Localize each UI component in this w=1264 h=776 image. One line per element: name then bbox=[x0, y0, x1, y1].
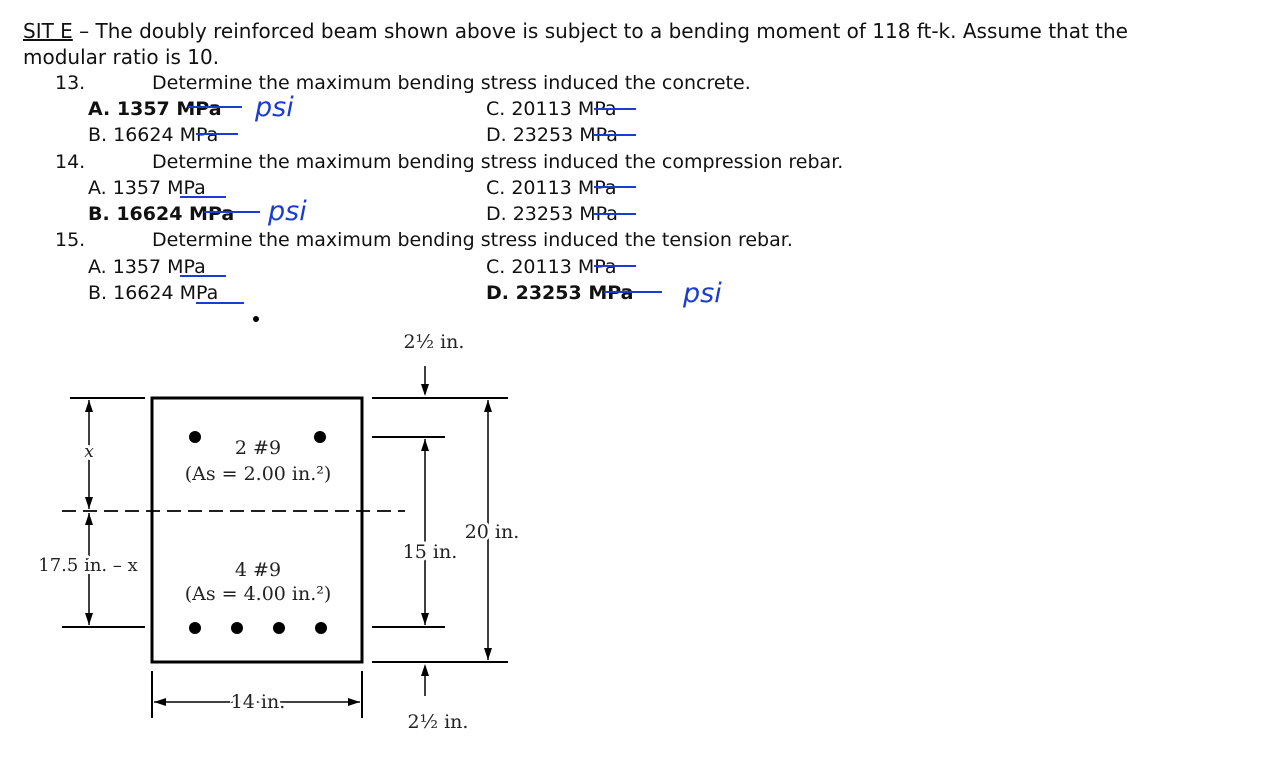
q15-prompt: Determine the maximum bending stress ind… bbox=[152, 229, 793, 251]
compression-bar bbox=[189, 431, 201, 443]
strike-mark bbox=[594, 265, 636, 267]
q13-choice-d: D. 23253 MPa bbox=[486, 124, 618, 146]
strike-mark bbox=[594, 134, 636, 136]
bottom-bars-label: 4 #9 bbox=[235, 559, 281, 581]
q13-number: 13. bbox=[55, 72, 86, 94]
tension-bar bbox=[273, 622, 285, 634]
problem-intro-line1: SIT E – The doubly reinforced beam shown… bbox=[23, 20, 1128, 42]
q13-handwritten-unit: psi bbox=[255, 92, 294, 123]
strike-mark bbox=[204, 211, 260, 213]
tension-bar bbox=[189, 622, 201, 634]
q14-choice-a: A. 1357 MPa bbox=[88, 177, 206, 199]
stray-pen-dot bbox=[253, 316, 259, 322]
compression-bar bbox=[314, 431, 326, 443]
tension-bar bbox=[315, 622, 327, 634]
problem-intro-line2: modular ratio is 10. bbox=[23, 45, 220, 69]
strike-mark bbox=[594, 108, 636, 110]
q15-choice-d: D. 23253 MPa bbox=[486, 282, 634, 304]
beam-cross-section-figure: 2 #9 (As = 2.00 in.²) 4 #9 (As = 4.00 in… bbox=[35, 331, 522, 733]
strike-mark bbox=[188, 106, 242, 108]
q15-handwritten-unit: psi bbox=[683, 278, 722, 309]
strike-mark bbox=[180, 196, 226, 198]
width-label: 14 in. bbox=[231, 691, 286, 713]
top-area-label: (As = 2.00 in.²) bbox=[185, 463, 332, 485]
q15-choice-a: A. 1357 MPa bbox=[88, 256, 206, 278]
q14-choice-b: B. 16624 MPa bbox=[88, 203, 235, 225]
q14-choice-d: D. 23253 MPa bbox=[486, 203, 618, 225]
q14-prompt: Determine the maximum bending stress ind… bbox=[152, 151, 844, 173]
bottom-area-label: (As = 4.00 in.²) bbox=[185, 583, 332, 605]
strike-mark bbox=[594, 213, 636, 215]
strike-mark bbox=[594, 186, 636, 188]
bottom-cover-label: 2½ in. bbox=[408, 711, 469, 733]
tension-bar bbox=[231, 622, 243, 634]
intro-text: – The doubly reinforced beam shown above… bbox=[72, 19, 1128, 43]
q15-number: 15. bbox=[55, 229, 86, 251]
strike-mark bbox=[180, 275, 226, 277]
x-dimension-label: x bbox=[84, 442, 94, 462]
bar-spacing-label: 15 in. bbox=[403, 541, 458, 563]
lower-depth-label: 17.5 in. – x bbox=[38, 555, 137, 576]
beam-section-outline bbox=[150, 396, 364, 664]
strike-mark bbox=[604, 291, 662, 293]
situation-label: SIT E bbox=[23, 19, 73, 43]
q14-handwritten-unit: psi bbox=[268, 196, 307, 227]
q15-choice-c: C. 20113 MPa bbox=[486, 256, 617, 278]
q14-number: 14. bbox=[55, 151, 86, 173]
q13-choice-b: B. 16624 MPa bbox=[88, 124, 219, 146]
q15-choice-b: B. 16624 MPa bbox=[88, 282, 219, 304]
top-bars-label: 2 #9 bbox=[235, 437, 281, 459]
top-cover-label: 2½ in. bbox=[404, 331, 465, 353]
strike-mark bbox=[196, 133, 238, 135]
strike-mark bbox=[196, 302, 244, 304]
q13-prompt: Determine the maximum bending stress ind… bbox=[152, 72, 751, 94]
q13-choice-c: C. 20113 MPa bbox=[486, 98, 617, 120]
total-depth-label: 20 in. bbox=[465, 521, 520, 543]
q14-choice-c: C. 20113 MPa bbox=[486, 177, 617, 199]
q13-choice-a: A. 1357 MPa bbox=[88, 98, 222, 120]
